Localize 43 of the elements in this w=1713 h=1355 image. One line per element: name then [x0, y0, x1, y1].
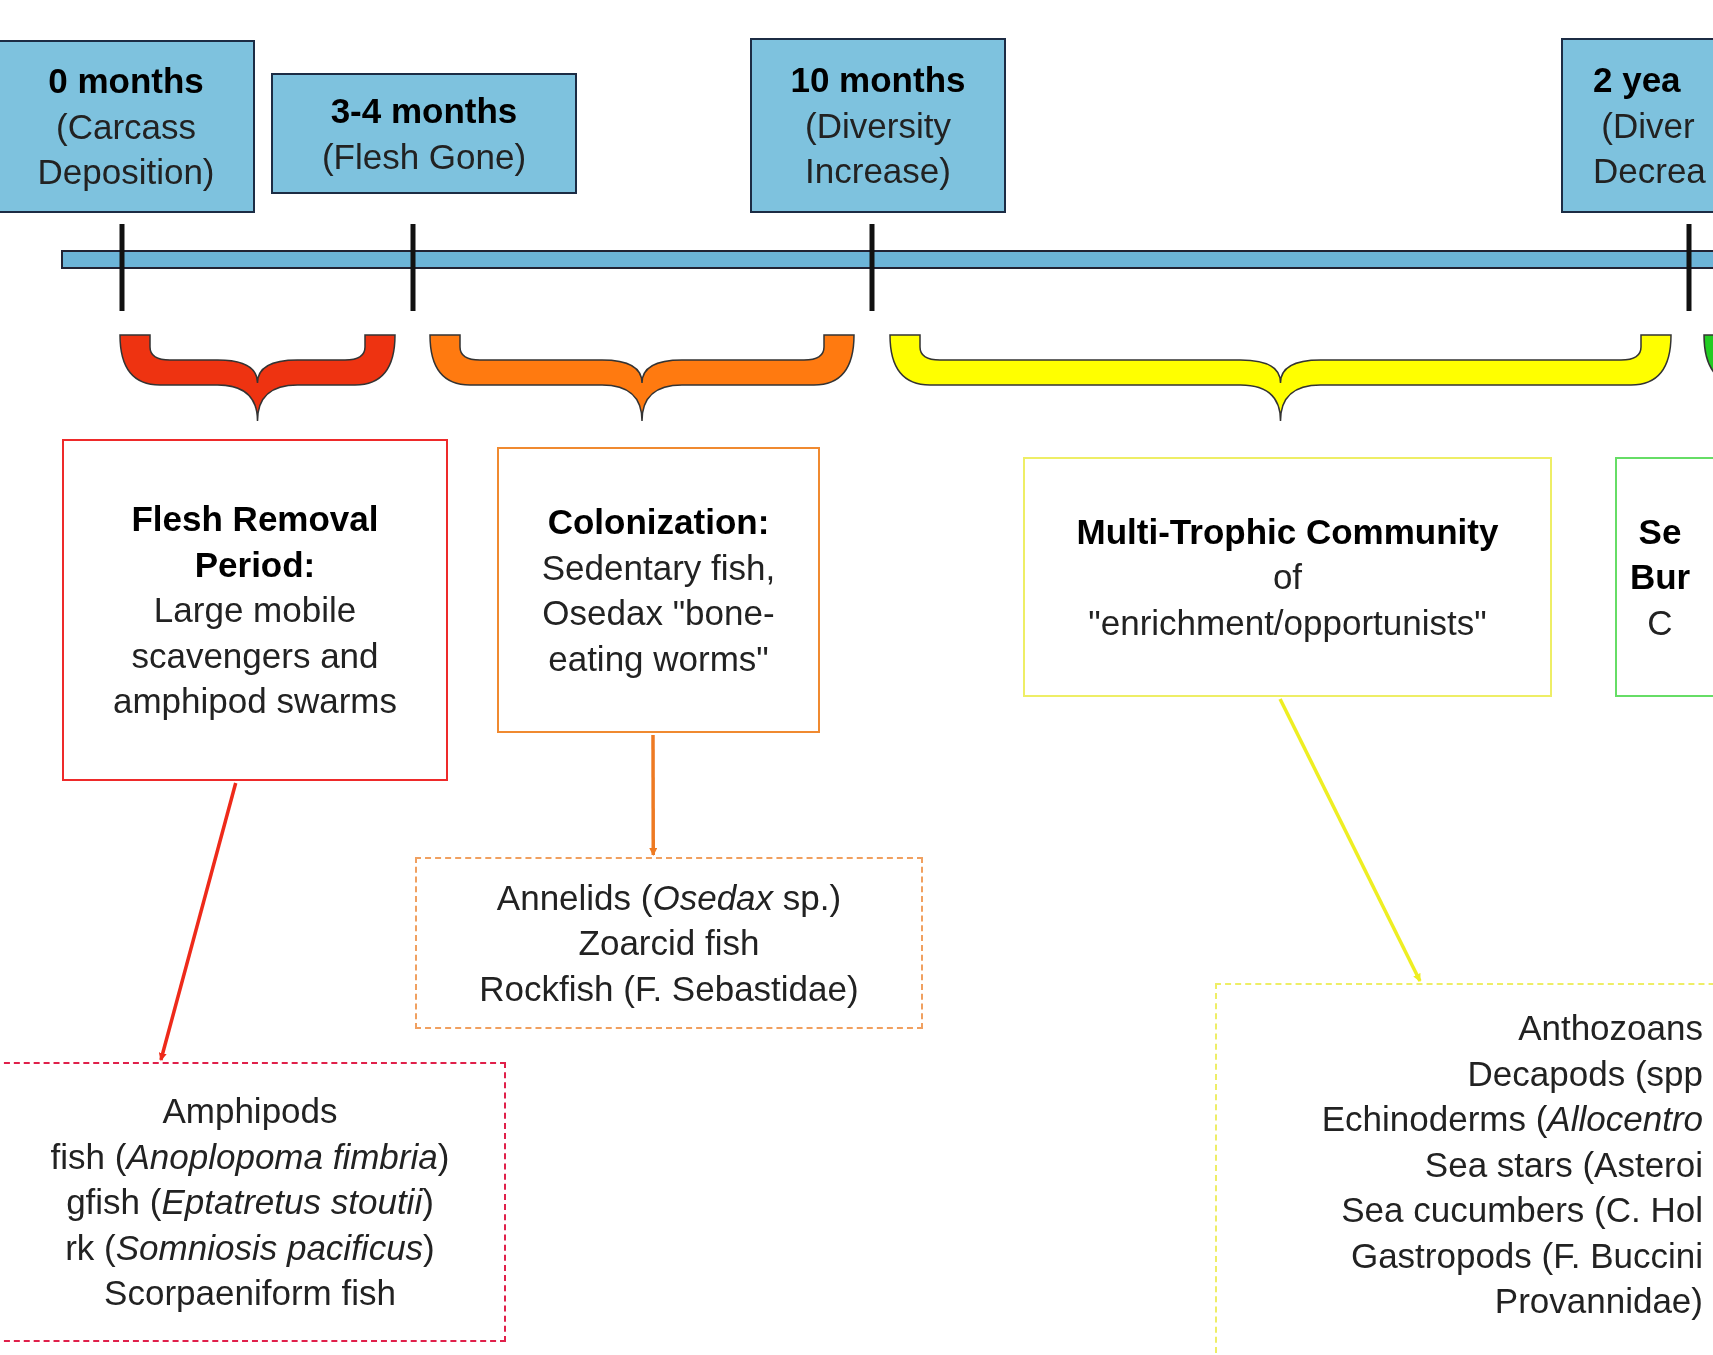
description-text: "enrichment/opportunists"	[1088, 601, 1487, 644]
heading-text: Se Bur	[1629, 510, 1691, 599]
species-text: Amphipods	[162, 1090, 338, 1133]
species-text: fish (Anoplopoma fimbria)	[50, 1135, 450, 1178]
stage-box	[497, 447, 820, 733]
species-text: Annelids (Osedax sp.)	[496, 876, 842, 919]
description-text: C	[1647, 601, 1673, 644]
description-text: (Diversity Increase)	[804, 104, 952, 193]
heading-text: 0 months	[48, 60, 204, 103]
description-text: Large mobile scavengers and amphipod swarms	[112, 589, 398, 723]
heading-text: 2 yea	[1593, 59, 1681, 102]
species-text: Sea stars (Asteroi	[1424, 1143, 1703, 1186]
species-list-box	[1215, 983, 1713, 1355]
species-text: Decapods (spp	[1467, 1052, 1703, 1095]
species-text: Provannidae)	[1494, 1280, 1703, 1322]
time-label-box	[750, 38, 1006, 213]
description-text: (Carcass Deposition)	[36, 105, 216, 194]
species-text: Sea cucumbers (C. Hol	[1341, 1189, 1703, 1231]
species-text: Anthozoans	[1518, 1007, 1703, 1049]
stage-box	[1023, 457, 1552, 697]
arrow	[158, 782, 238, 1061]
heading-text: 3-4 months	[330, 90, 518, 132]
species-text: Echinoderms (Allocentro	[1321, 1098, 1703, 1140]
description-text: Sedentary fish, Osedax "bone-eating worms"	[540, 546, 777, 680]
heading-text: Colonization:	[547, 501, 770, 543]
species-text: Zoarcid fish	[578, 922, 760, 965]
time-label-box	[271, 73, 577, 194]
species-text: Scorpaeniform fish	[104, 1272, 396, 1315]
time-label-box	[0, 40, 255, 213]
species-text: gfish (Eptatretus stoutii)	[66, 1181, 434, 1224]
species-text: Gastropods (F. Buccini	[1350, 1234, 1703, 1277]
time-label-box	[1561, 38, 1713, 213]
species-text: Rockfish (F. Sebastidae)	[479, 967, 859, 1010]
heading-text: Flesh Removal Period:	[130, 498, 380, 586]
arrow	[649, 735, 658, 856]
heading-text: 10 months	[790, 59, 966, 102]
species-list-box	[415, 857, 923, 1029]
species-text: rk (Somniosis pacificus)	[65, 1226, 435, 1269]
description-text: (Flesh Gone)	[321, 135, 527, 178]
description-text: of	[1272, 556, 1303, 599]
arrow	[1278, 698, 1422, 982]
stage-box	[62, 439, 448, 781]
heading-text: Multi-Trophic Community	[1076, 510, 1499, 553]
